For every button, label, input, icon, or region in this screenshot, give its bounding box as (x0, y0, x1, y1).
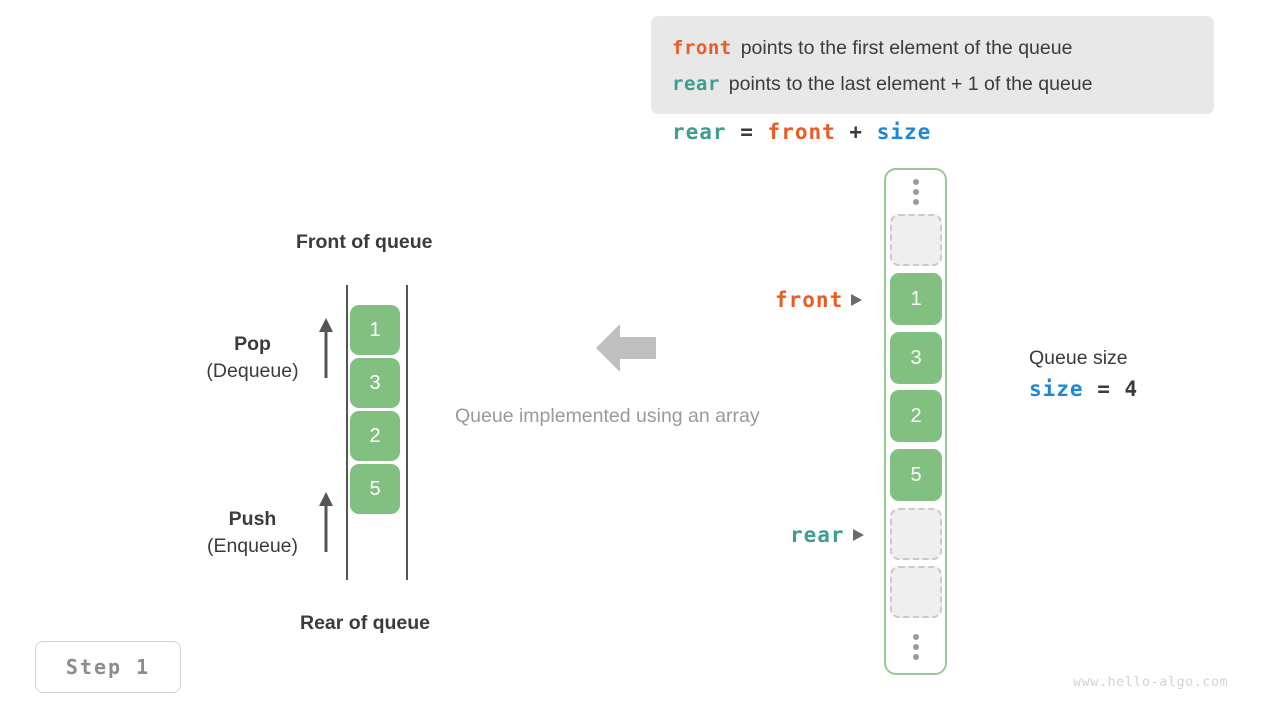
front-pointer-label: front (775, 288, 844, 312)
array-slot: 3 (890, 332, 942, 384)
rear-keyword: rear (672, 73, 720, 95)
queue-element: 5 (350, 464, 400, 514)
rear-pointer-arrow-icon (852, 529, 864, 541)
pointer-definitions-box: front points to the first element of the … (651, 16, 1214, 114)
formula-plus: + (849, 120, 864, 144)
array-top-ellipsis-icon (908, 179, 924, 205)
pop-operation-group: Pop (Dequeue) (175, 333, 330, 383)
size-value: 4 (1124, 377, 1139, 401)
queue-element: 2 (350, 411, 400, 461)
rear-pointer: rear (790, 523, 864, 547)
rear-definition-line: rear points to the last element + 1 of th… (672, 66, 1214, 102)
pop-title: Pop (234, 333, 271, 355)
push-arrow-icon (319, 492, 333, 552)
front-definition-text: points to the first element of the queue (740, 37, 1073, 59)
queue-rail-left (346, 285, 348, 580)
array-bottom-ellipsis-icon (908, 634, 924, 660)
rear-formula: rear = front + size (672, 120, 931, 144)
queue-rail-right (406, 285, 408, 580)
array-slot: 1 (890, 273, 942, 325)
push-subtitle: (Enqueue) (206, 535, 299, 557)
formula-size: size (876, 120, 932, 144)
watermark: www.hello-algo.com (1073, 674, 1229, 690)
queue-size-title: Queue size (1029, 347, 1128, 369)
array-slot: 2 (890, 390, 942, 442)
array-slot (890, 508, 942, 560)
array-slot (890, 214, 942, 266)
rear-of-queue-label: Rear of queue (300, 612, 431, 634)
front-keyword: front (672, 37, 732, 59)
queue-element: 3 (350, 358, 400, 408)
array-slot (890, 566, 942, 618)
array-slot: 5 (890, 449, 942, 501)
front-pointer-arrow-icon (851, 294, 863, 306)
queue-element: 1 (350, 305, 400, 355)
size-equals: = (1097, 377, 1111, 401)
diagram-caption: Queue implemented using an array (455, 405, 760, 427)
left-arrow-icon (596, 324, 656, 372)
formula-equals: = (740, 120, 754, 144)
step-badge: Step 1 (35, 641, 181, 693)
front-definition-line: front points to the first element of the … (672, 30, 1214, 66)
pop-arrow-icon (319, 318, 333, 378)
push-title: Push (228, 508, 277, 530)
push-operation-group: Push (Enqueue) (175, 508, 330, 558)
queue-size-expression: size = 4 (1029, 372, 1138, 406)
rear-pointer-label: rear (790, 523, 845, 547)
formula-front: front (767, 120, 836, 144)
queue-size-info: Queue size size = 4 (1029, 344, 1138, 406)
front-pointer: front (775, 288, 863, 312)
pop-subtitle: (Dequeue) (206, 360, 299, 382)
rear-definition-text: points to the last element + 1 of the qu… (728, 73, 1093, 95)
front-of-queue-label: Front of queue (296, 231, 433, 253)
size-keyword: size (1029, 377, 1084, 401)
formula-rear: rear (672, 120, 727, 144)
